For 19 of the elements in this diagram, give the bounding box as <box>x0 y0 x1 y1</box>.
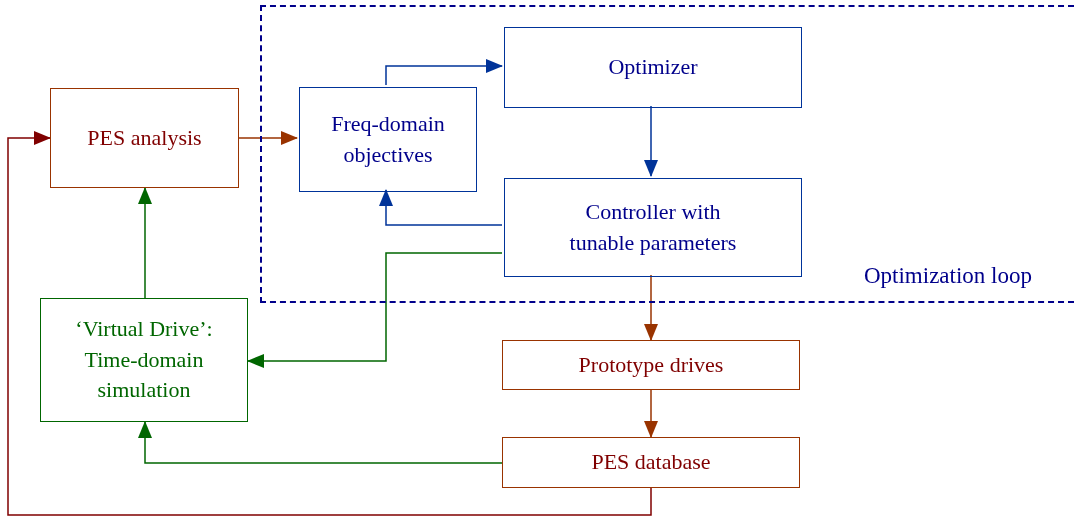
process-box: PES analysis <box>50 88 239 188</box>
arrow <box>138 421 503 464</box>
arrow <box>7 131 652 516</box>
process-box: Freq-domain objectives <box>299 87 477 192</box>
arrow <box>385 59 503 86</box>
region-label: Optimization loop <box>864 263 1032 289</box>
dashed-region <box>260 5 1074 303</box>
process-box: ‘Virtual Drive’: Time-domain simulation <box>40 298 248 422</box>
arrow <box>138 187 152 299</box>
process-box: Controller with tunable parameters <box>504 178 802 277</box>
arrow <box>644 389 658 438</box>
process-box: Optimizer <box>504 27 802 108</box>
arrow <box>238 131 298 145</box>
arrow <box>379 189 503 226</box>
process-box: PES database <box>502 437 800 488</box>
process-box: Prototype drives <box>502 340 800 390</box>
arrow <box>247 252 503 368</box>
arrow <box>644 274 658 341</box>
arrow <box>644 105 658 177</box>
